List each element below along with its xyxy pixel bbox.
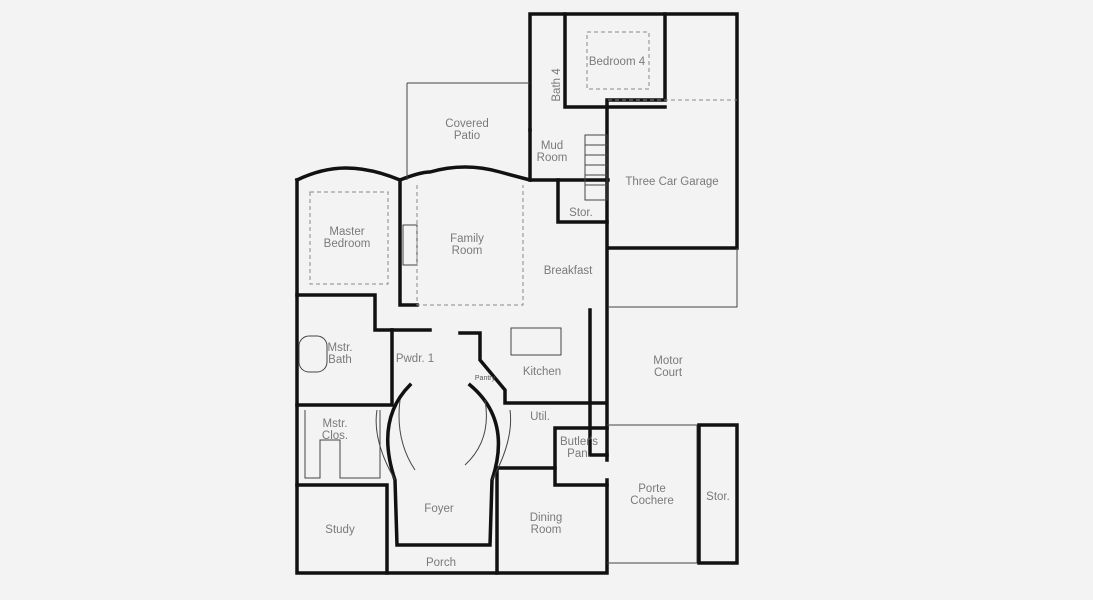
fireplace xyxy=(402,224,418,266)
kitchen-island xyxy=(510,327,562,356)
room-label-dining-room: Dining Room xyxy=(529,512,563,536)
master-bay-window xyxy=(294,166,403,183)
room-label-mud-room: Mud Room xyxy=(536,140,568,164)
room-label-utility: Util. xyxy=(530,411,550,423)
wall xyxy=(528,128,610,182)
foyer-curve-left xyxy=(385,382,501,547)
room-label-storage-lower: Stor. xyxy=(706,491,730,503)
room-label-kitchen: Kitchen xyxy=(522,366,562,378)
room-label-porte-cochere: Porte Cochere xyxy=(630,483,674,507)
room-label-breakfast: Breakfast xyxy=(543,265,593,277)
bedroom4-ceiling xyxy=(586,31,650,90)
room-label-porch: Porch xyxy=(425,557,457,569)
room-label-foyer: Foyer xyxy=(424,503,454,515)
left-curved-stair xyxy=(375,399,416,481)
room-label-three-car-garage: Three Car Garage xyxy=(625,176,719,188)
wall xyxy=(398,178,419,307)
exterior-wall xyxy=(295,178,609,575)
room-label-family-room: Family Room xyxy=(450,233,484,257)
room-label-powder1: Pwdr. 1 xyxy=(395,353,435,365)
room-label-butlers-pantry: Butler's Pan. xyxy=(560,436,598,460)
wall xyxy=(295,483,389,575)
right-curved-stair xyxy=(464,399,512,481)
room-label-storage: Stor. xyxy=(569,207,593,219)
family-bay-window xyxy=(397,165,533,183)
master-closet-outline xyxy=(304,410,381,479)
room-label-master-bath: Mstr. Bath xyxy=(327,342,353,366)
room-label-master-bedroom: Master Bedroom xyxy=(323,226,371,250)
bedroom4-wall xyxy=(563,12,667,109)
motor-court-outline xyxy=(608,248,738,308)
room-label-bedroom4: Bedroom 4 xyxy=(588,56,646,68)
covered-patio-outline xyxy=(406,82,530,180)
room-label-bath4: Bath 4 xyxy=(551,68,563,102)
porte-cochere-outline xyxy=(607,424,698,564)
room-label-study: Study xyxy=(325,524,355,536)
room-label-master-closet: Mstr. Clos. xyxy=(321,418,349,442)
wall xyxy=(553,466,609,487)
wall xyxy=(556,178,609,224)
wall xyxy=(295,328,394,407)
garage-wall xyxy=(606,12,739,250)
wall xyxy=(495,426,609,470)
wall xyxy=(458,331,607,405)
room-label-pantry: Pantry xyxy=(474,375,496,382)
master-bedroom-ceiling xyxy=(309,191,389,285)
family-room-ceiling xyxy=(416,185,524,306)
room-label-covered-patio: Covered Patio xyxy=(445,118,489,142)
wall xyxy=(295,293,394,332)
mudroom-stairs xyxy=(584,134,608,201)
porte-cochere-storage xyxy=(697,423,739,565)
bathtub xyxy=(298,335,328,373)
wall xyxy=(588,308,609,457)
room-label-motor-court: Motor Court xyxy=(653,355,683,379)
